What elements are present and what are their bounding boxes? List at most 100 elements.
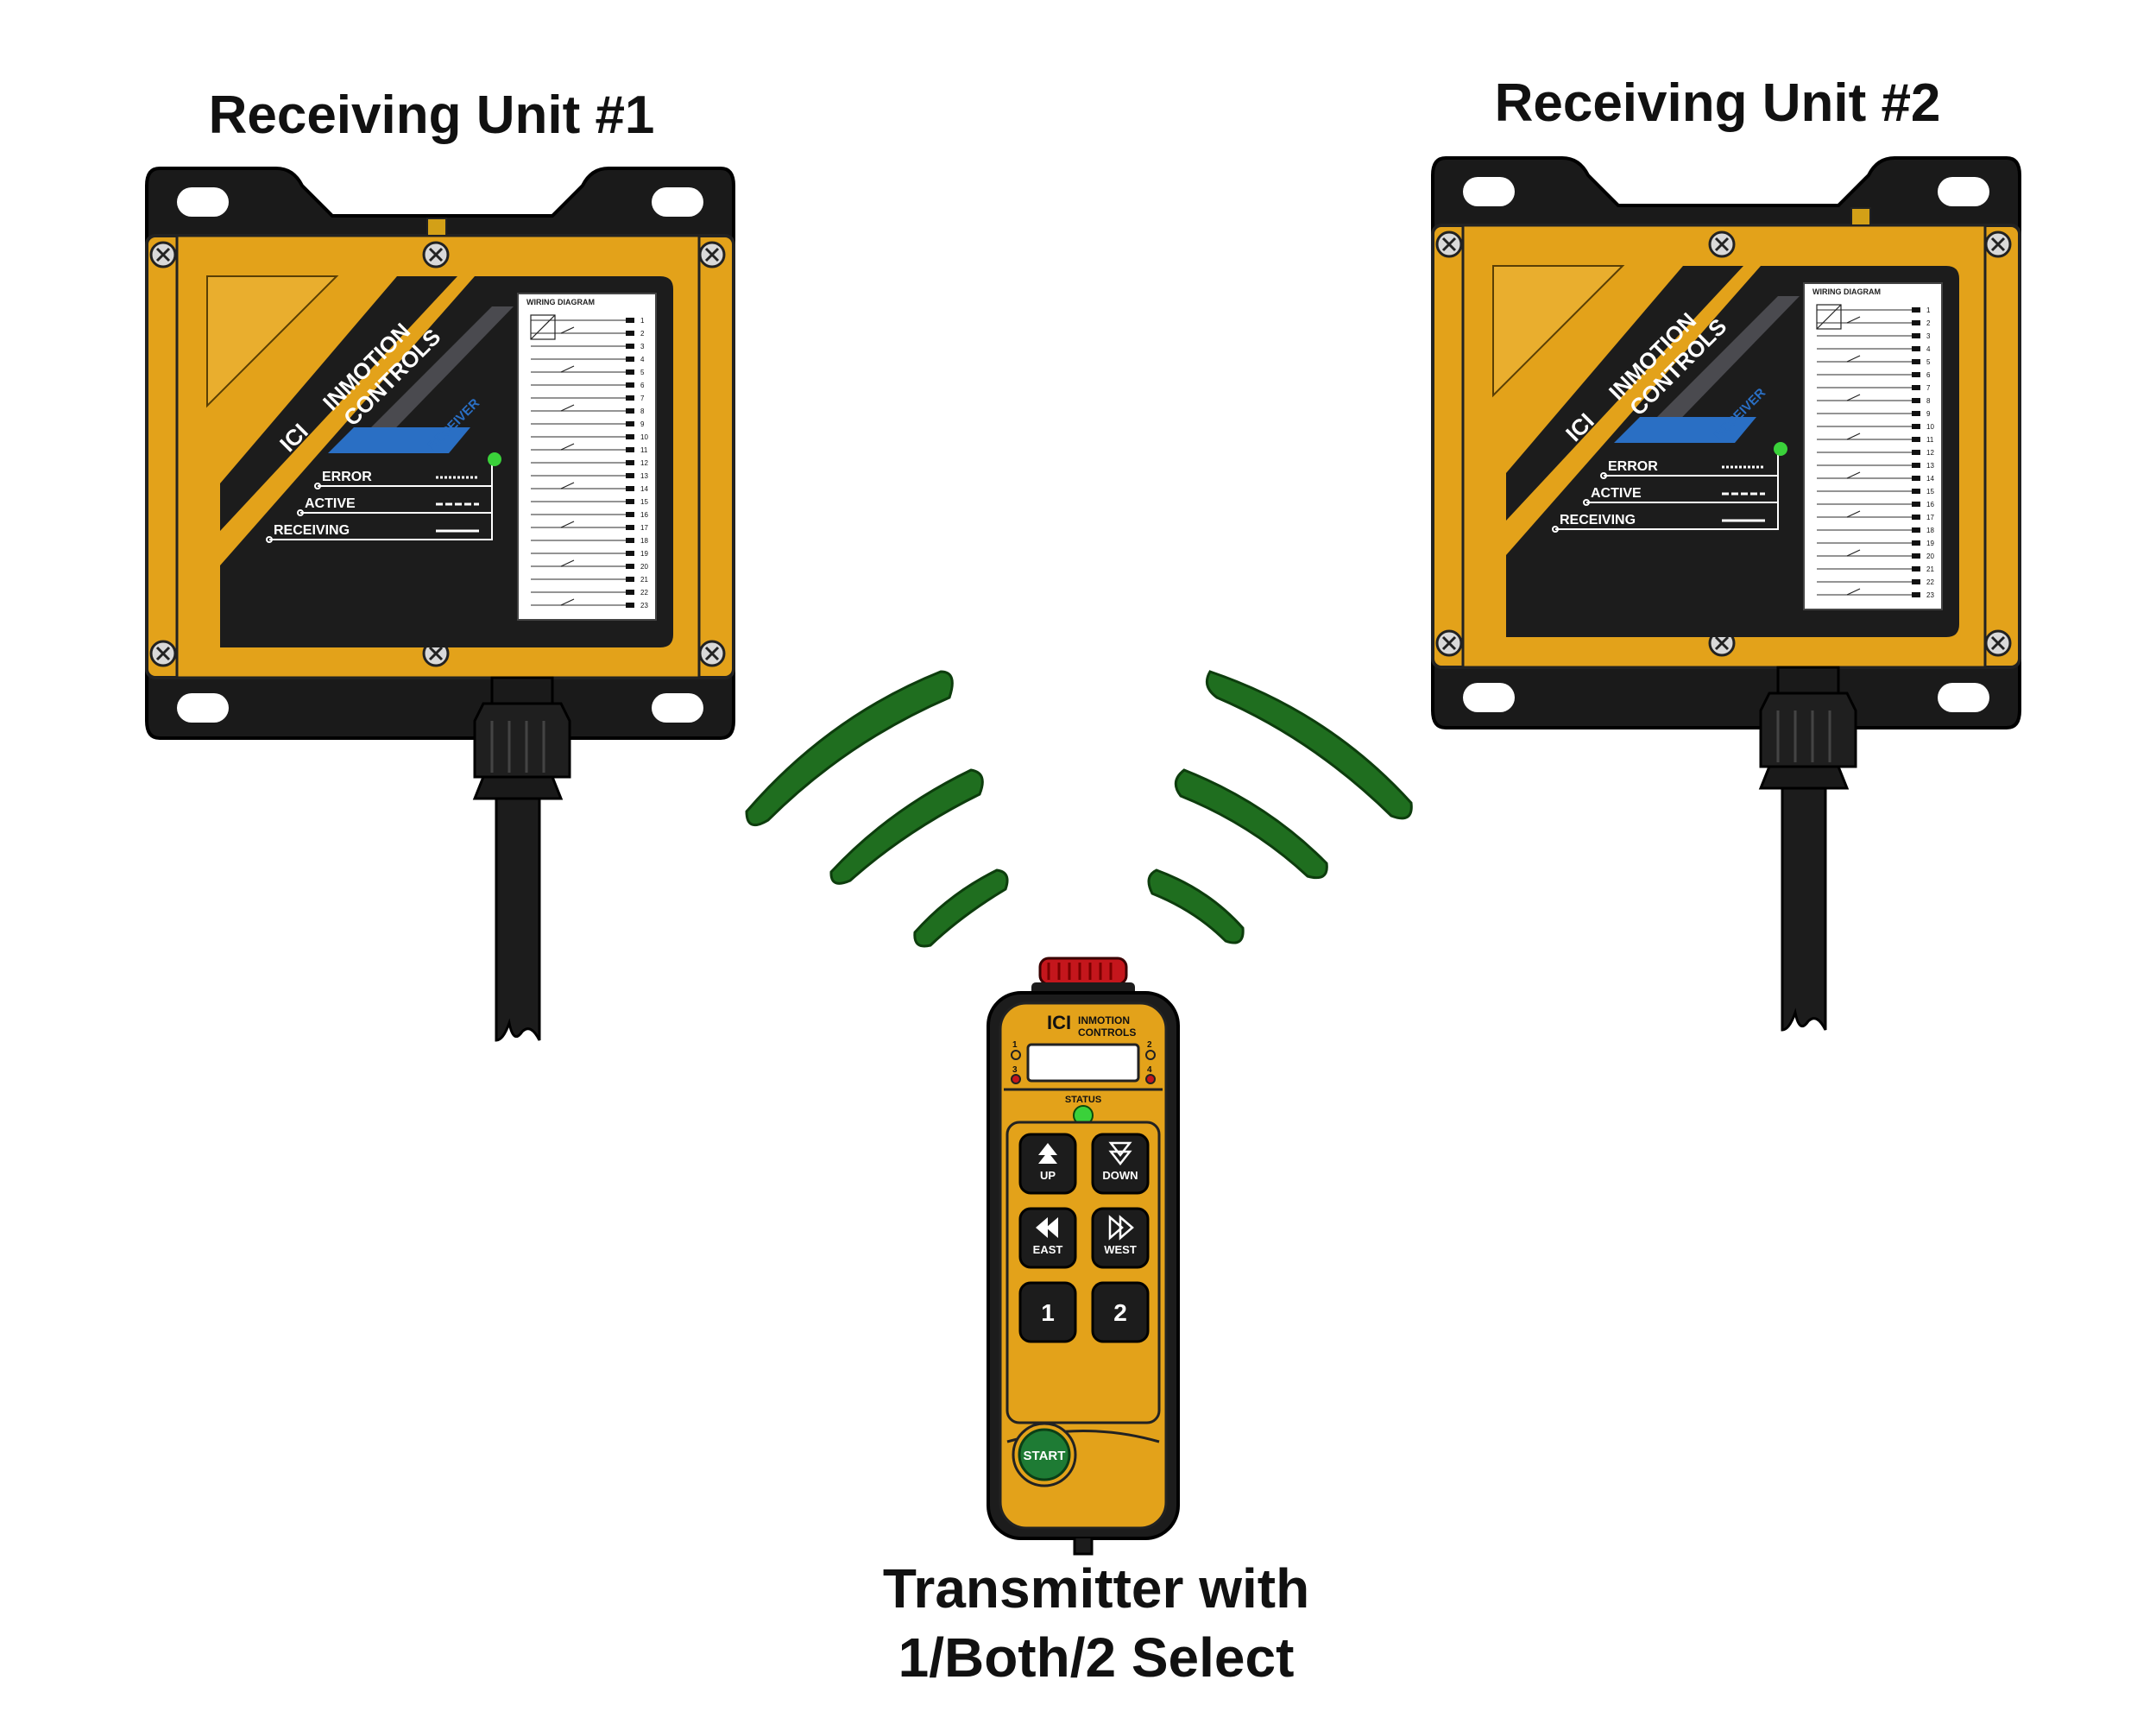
terminal-number: 18 <box>640 537 648 545</box>
terminal-number: 5 <box>640 369 645 376</box>
terminal-number: 4 <box>1926 345 1931 353</box>
terminal-number: 9 <box>1926 410 1931 418</box>
terminal-number: 1 <box>640 317 645 325</box>
signal-arc-right-outer <box>1205 670 1413 820</box>
status-label-error: ERROR <box>322 470 372 484</box>
button-label: DOWN <box>1102 1169 1138 1182</box>
wiring-diagram-title: WIRING DIAGRAM <box>526 298 595 306</box>
receiving-unit-2: RECEIVER ICI INMOTION CONTROLS ERROR ACT… <box>1431 156 2021 1032</box>
terminal-number: 16 <box>1926 501 1934 508</box>
indicator-2-led <box>1145 1050 1156 1060</box>
button-panel <box>1006 1121 1161 1424</box>
brand-line1: INMOTION <box>1078 1014 1130 1026</box>
logo-text: ICI <box>1047 1012 1071 1033</box>
terminal-number: 19 <box>1926 540 1934 547</box>
terminal-number: 20 <box>640 563 648 571</box>
brand-line2: CONTROLS <box>1078 1026 1136 1039</box>
terminal-number: 16 <box>640 511 648 519</box>
terminal-number: 8 <box>640 407 645 415</box>
status-label-receiving: RECEIVING <box>274 523 350 538</box>
indicator-1-led <box>1011 1050 1021 1060</box>
indicator-1-label: 1 <box>1012 1040 1018 1050</box>
indicator-2-label: 2 <box>1147 1040 1152 1050</box>
start-button[interactable] <box>1018 1428 1071 1481</box>
button-1[interactable]: 1 <box>1018 1281 1077 1343</box>
button-label: WEST <box>1104 1243 1137 1256</box>
transmitter: ICI INMOTION CONTROLS 1 2 3 4 STATUS UP D… <box>987 957 1180 1556</box>
terminal-number: 2 <box>640 330 645 338</box>
terminal-number: 3 <box>640 343 645 350</box>
button-label: 2 <box>1113 1299 1127 1326</box>
display-screen <box>1026 1043 1140 1083</box>
button-label: UP <box>1040 1169 1056 1182</box>
terminal-number: 15 <box>1926 488 1934 496</box>
wiring-diagram <box>1803 282 1943 610</box>
button-label: 1 <box>1041 1299 1055 1326</box>
terminal-number: 17 <box>1926 514 1934 521</box>
terminal-number: 6 <box>1926 371 1931 379</box>
terminal-number: 12 <box>1926 449 1934 457</box>
status-led <box>1774 442 1787 456</box>
terminal-number: 3 <box>1926 332 1931 340</box>
status-label-active: ACTIVE <box>1591 486 1642 501</box>
terminal-number: 19 <box>640 550 648 558</box>
terminal-number: 23 <box>1926 591 1934 599</box>
terminal-number: 21 <box>640 576 648 584</box>
terminal-number: 14 <box>640 485 648 493</box>
button-west[interactable]: WEST <box>1091 1207 1150 1269</box>
status-label-receiving: RECEIVING <box>1560 513 1636 527</box>
terminal-number: 14 <box>1926 475 1934 483</box>
terminal-number: 11 <box>1926 436 1934 444</box>
terminal-number: 17 <box>640 524 648 532</box>
terminal-number: 6 <box>640 382 645 389</box>
indicator-3-label: 3 <box>1012 1065 1018 1075</box>
start-button-label: START <box>1024 1449 1066 1463</box>
terminal-number: 10 <box>640 433 648 441</box>
signal-arc-right-inner <box>1147 868 1245 944</box>
indicator-4-label: 4 <box>1147 1065 1152 1075</box>
transmitter-title: Transmitter with 1/Both/2 Select <box>760 1554 1433 1692</box>
status-led <box>488 452 501 466</box>
receiving-unit-1-title: Receiving Unit #1 <box>208 85 655 145</box>
signal-arc-left-outer <box>745 670 954 827</box>
button-label: EAST <box>1033 1243 1063 1256</box>
terminal-number: 22 <box>640 589 648 597</box>
signal-arc-right-middle <box>1174 768 1328 880</box>
terminal-number: 23 <box>640 602 648 609</box>
button-up[interactable]: UP <box>1018 1133 1077 1195</box>
signal-arc-left-inner <box>913 868 1009 948</box>
receiving-unit-2-title: Receiving Unit #2 <box>1494 73 1941 133</box>
transmitter-title-line1: Transmitter with <box>882 1557 1310 1620</box>
rewind-icon <box>1036 1217 1058 1238</box>
wiring-diagram-title: WIRING DIAGRAM <box>1812 287 1881 296</box>
status-label-error: ERROR <box>1608 459 1658 474</box>
status-label: STATUS <box>1065 1095 1101 1105</box>
terminal-number: 1 <box>1926 306 1931 314</box>
terminal-number: 7 <box>640 395 645 402</box>
emergency-stop-button[interactable] <box>1031 957 1135 996</box>
signal-arc-left-middle <box>829 768 984 885</box>
button-down[interactable]: DOWN <box>1091 1133 1150 1195</box>
indicator-4-led <box>1145 1074 1156 1084</box>
terminal-number: 7 <box>1926 384 1931 392</box>
button-east[interactable]: EAST <box>1018 1207 1077 1269</box>
terminal-number: 9 <box>640 420 645 428</box>
indicator-3-led <box>1011 1074 1021 1084</box>
terminal-number: 8 <box>1926 397 1931 405</box>
terminal-number: 21 <box>1926 565 1934 573</box>
status-label-active: ACTIVE <box>305 496 356 511</box>
terminal-number: 13 <box>640 472 648 480</box>
terminal-number: 22 <box>1926 578 1934 586</box>
terminal-number: 13 <box>1926 462 1934 470</box>
terminal-number: 12 <box>640 459 648 467</box>
signal-waves <box>745 670 1413 948</box>
terminal-number: 18 <box>1926 527 1934 534</box>
terminal-number: 11 <box>640 446 648 454</box>
fast-forward-icon <box>1108 1215 1134 1241</box>
button-2[interactable]: 2 <box>1091 1281 1150 1343</box>
terminal-number: 15 <box>640 498 648 506</box>
terminal-number: 2 <box>1926 319 1931 327</box>
receiving-unit-1: RECEIVER ICI INMOTION CONTROLS ERROR ACT… <box>145 167 735 1042</box>
down-arrow-icon <box>1108 1141 1132 1166</box>
